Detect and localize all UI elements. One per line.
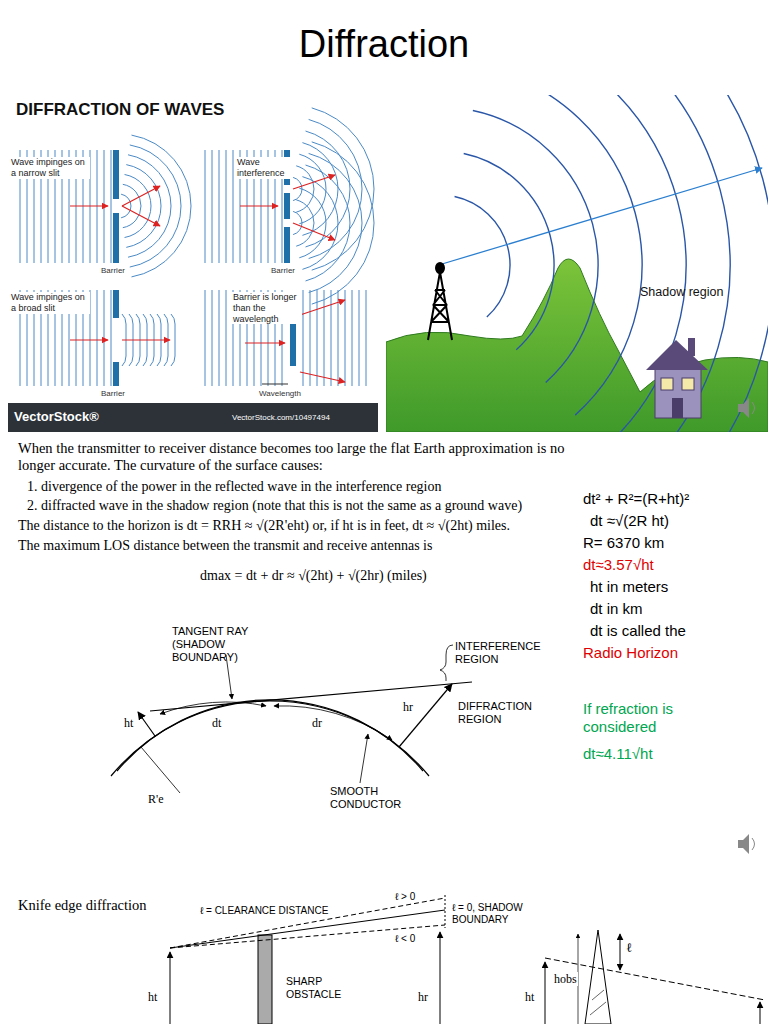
- knife-edge-geometry: [170, 895, 765, 1024]
- paragraph: When the transmitter to receiver distanc…: [18, 440, 573, 475]
- section-heading: Knife edge diffraction: [18, 897, 147, 914]
- region-label: ℓ = 0, SHADOW BOUNDARY: [452, 902, 542, 926]
- credit-bar: [8, 403, 378, 432]
- formula: dmax = dt + dr ≈ √(2ht) + √(2hr) (miles): [200, 568, 427, 585]
- dimension-label: ℓ < 0: [395, 933, 415, 945]
- panel-caption: Wave impinges on a broad slit: [10, 292, 90, 314]
- list-item: 2. diffracted wave in the shadow region …: [27, 498, 522, 515]
- slide-title: Diffraction: [0, 22, 768, 68]
- constant: R= 6370 km: [583, 534, 664, 552]
- height-label: ht: [525, 990, 534, 1004]
- callout: TANGENT RAY (SHADOW BOUNDARY): [172, 625, 284, 665]
- callout: SMOOTH CONDUCTOR: [330, 785, 420, 811]
- height-label: ht: [148, 990, 157, 1004]
- wavelength-label: Wavelength: [258, 389, 302, 399]
- watermark: VectorStock.com/10497494: [232, 413, 330, 423]
- formula: dt² + R²=(R+ht)²: [583, 490, 689, 508]
- note: If refraction is considered: [583, 700, 733, 736]
- list-item: 1. divergence of the power in the reflec…: [27, 479, 442, 496]
- height-label: hr: [403, 700, 413, 714]
- panel-caption: Wave interference: [236, 157, 293, 179]
- panel-caption: Barrier is longer than the wavelength: [232, 292, 302, 324]
- barrier-label: Barrier: [101, 389, 125, 399]
- panel-heading: DIFFRACTION OF WAVES: [16, 100, 224, 120]
- paragraph: The maximum LOS distance between the tra…: [18, 538, 432, 555]
- height-label: hobs: [553, 972, 578, 986]
- barrier-label: Barrier: [271, 266, 295, 276]
- note: dt is called the: [590, 622, 686, 640]
- distance-label: dr: [312, 716, 322, 730]
- barrier-label: Barrier: [101, 266, 125, 276]
- height-label: hr: [418, 990, 428, 1004]
- radius-label: R'e: [148, 792, 164, 806]
- formula: dt≈3.57√ht: [583, 556, 654, 574]
- note: ht in meters: [590, 578, 668, 596]
- wave-panels: [8, 95, 378, 403]
- speaker-icon: [738, 398, 755, 418]
- distance-label: dt: [212, 716, 221, 730]
- earth-geometry: [111, 645, 472, 793]
- house: [646, 338, 708, 418]
- note: dt in km: [590, 600, 643, 618]
- term: Radio Horizon: [583, 644, 678, 662]
- part-label: SHARP OBSTACLE: [285, 975, 357, 1000]
- speaker-icon: [738, 834, 755, 854]
- tower: [428, 263, 452, 340]
- dimension-label: ℓ: [626, 940, 632, 956]
- dimension-label: ℓ = CLEARANCE DISTANCE: [200, 905, 328, 917]
- watermark: VectorStock®: [14, 409, 99, 425]
- panel-caption: Wave impinges on a narrow slit: [10, 157, 90, 179]
- hill-scene: [386, 95, 768, 432]
- region-label: INTERFERENCE REGION: [455, 640, 555, 666]
- formula: dt ≈√(2R ht): [590, 512, 669, 530]
- barriers: [113, 150, 296, 386]
- formula-text: The distance to the horizon is dt = RRH …: [18, 518, 510, 535]
- height-label: ht: [124, 716, 133, 730]
- dimension-label: ℓ > 0: [395, 891, 415, 903]
- region-label: Shadow region: [640, 285, 723, 300]
- region-label: DIFFRACTION REGION: [458, 700, 553, 726]
- formula: dt≈4.11√ht: [583, 745, 653, 763]
